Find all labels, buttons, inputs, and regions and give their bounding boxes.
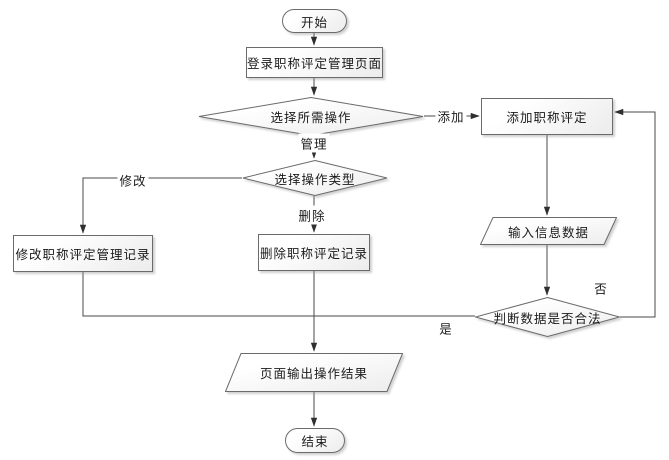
node-delete-record: 删除职称评定记录 (258, 234, 370, 271)
connector-type-modify (79, 177, 242, 234)
node-delete-record-label: 删除职称评定记录 (259, 247, 368, 261)
node-choose-operation: 选择所需操作 (198, 97, 424, 136)
node-input-data: 输入信息数据 (480, 217, 617, 245)
node-output-result-label: 页面输出操作结果 (259, 367, 368, 381)
node-add-title: 添加职称评定 (481, 98, 613, 135)
node-end: 结束 (285, 428, 345, 453)
node-choose-type-label: 选择操作类型 (274, 172, 356, 187)
decision-diamond-shape (475, 297, 620, 337)
node-modify-record-label: 修改职称评定管理记录 (15, 248, 151, 262)
node-choose-operation-label: 选择所需操作 (270, 111, 352, 125)
edge-label-modify: 修改 (117, 170, 149, 190)
node-validate-data-label: 判断数据是否合法 (493, 311, 602, 326)
decision-diamond-shape (242, 160, 388, 196)
node-output-result: 页面输出操作结果 (225, 353, 403, 392)
edge-label-delete: 删除 (296, 205, 328, 225)
node-start: 开始 (282, 9, 347, 33)
node-login-page: 登录职称评定管理页面 (246, 47, 383, 78)
node-add-title-label: 添加职称评定 (506, 111, 588, 125)
connector-merge-yes (82, 272, 475, 317)
node-validate-data: 判断数据是否合法 (475, 297, 620, 337)
edge-label-manage: 管理 (298, 133, 330, 153)
node-start-label: 开始 (300, 15, 328, 30)
node-end-label: 结束 (301, 435, 329, 449)
edge-label-no: 否 (592, 278, 610, 298)
node-input-data-label: 输入信息数据 (507, 225, 589, 240)
node-modify-record: 修改职称评定管理记录 (13, 235, 153, 272)
node-choose-type: 选择操作类型 (242, 160, 388, 196)
node-login-label: 登录职称评定管理页面 (247, 57, 383, 71)
edge-label-add: 添加 (435, 106, 467, 126)
io-parallelogram-shape (225, 353, 403, 392)
connector-validate-no-loop (614, 108, 656, 318)
io-parallelogram-shape (480, 217, 617, 245)
edge-label-yes: 是 (437, 318, 455, 338)
